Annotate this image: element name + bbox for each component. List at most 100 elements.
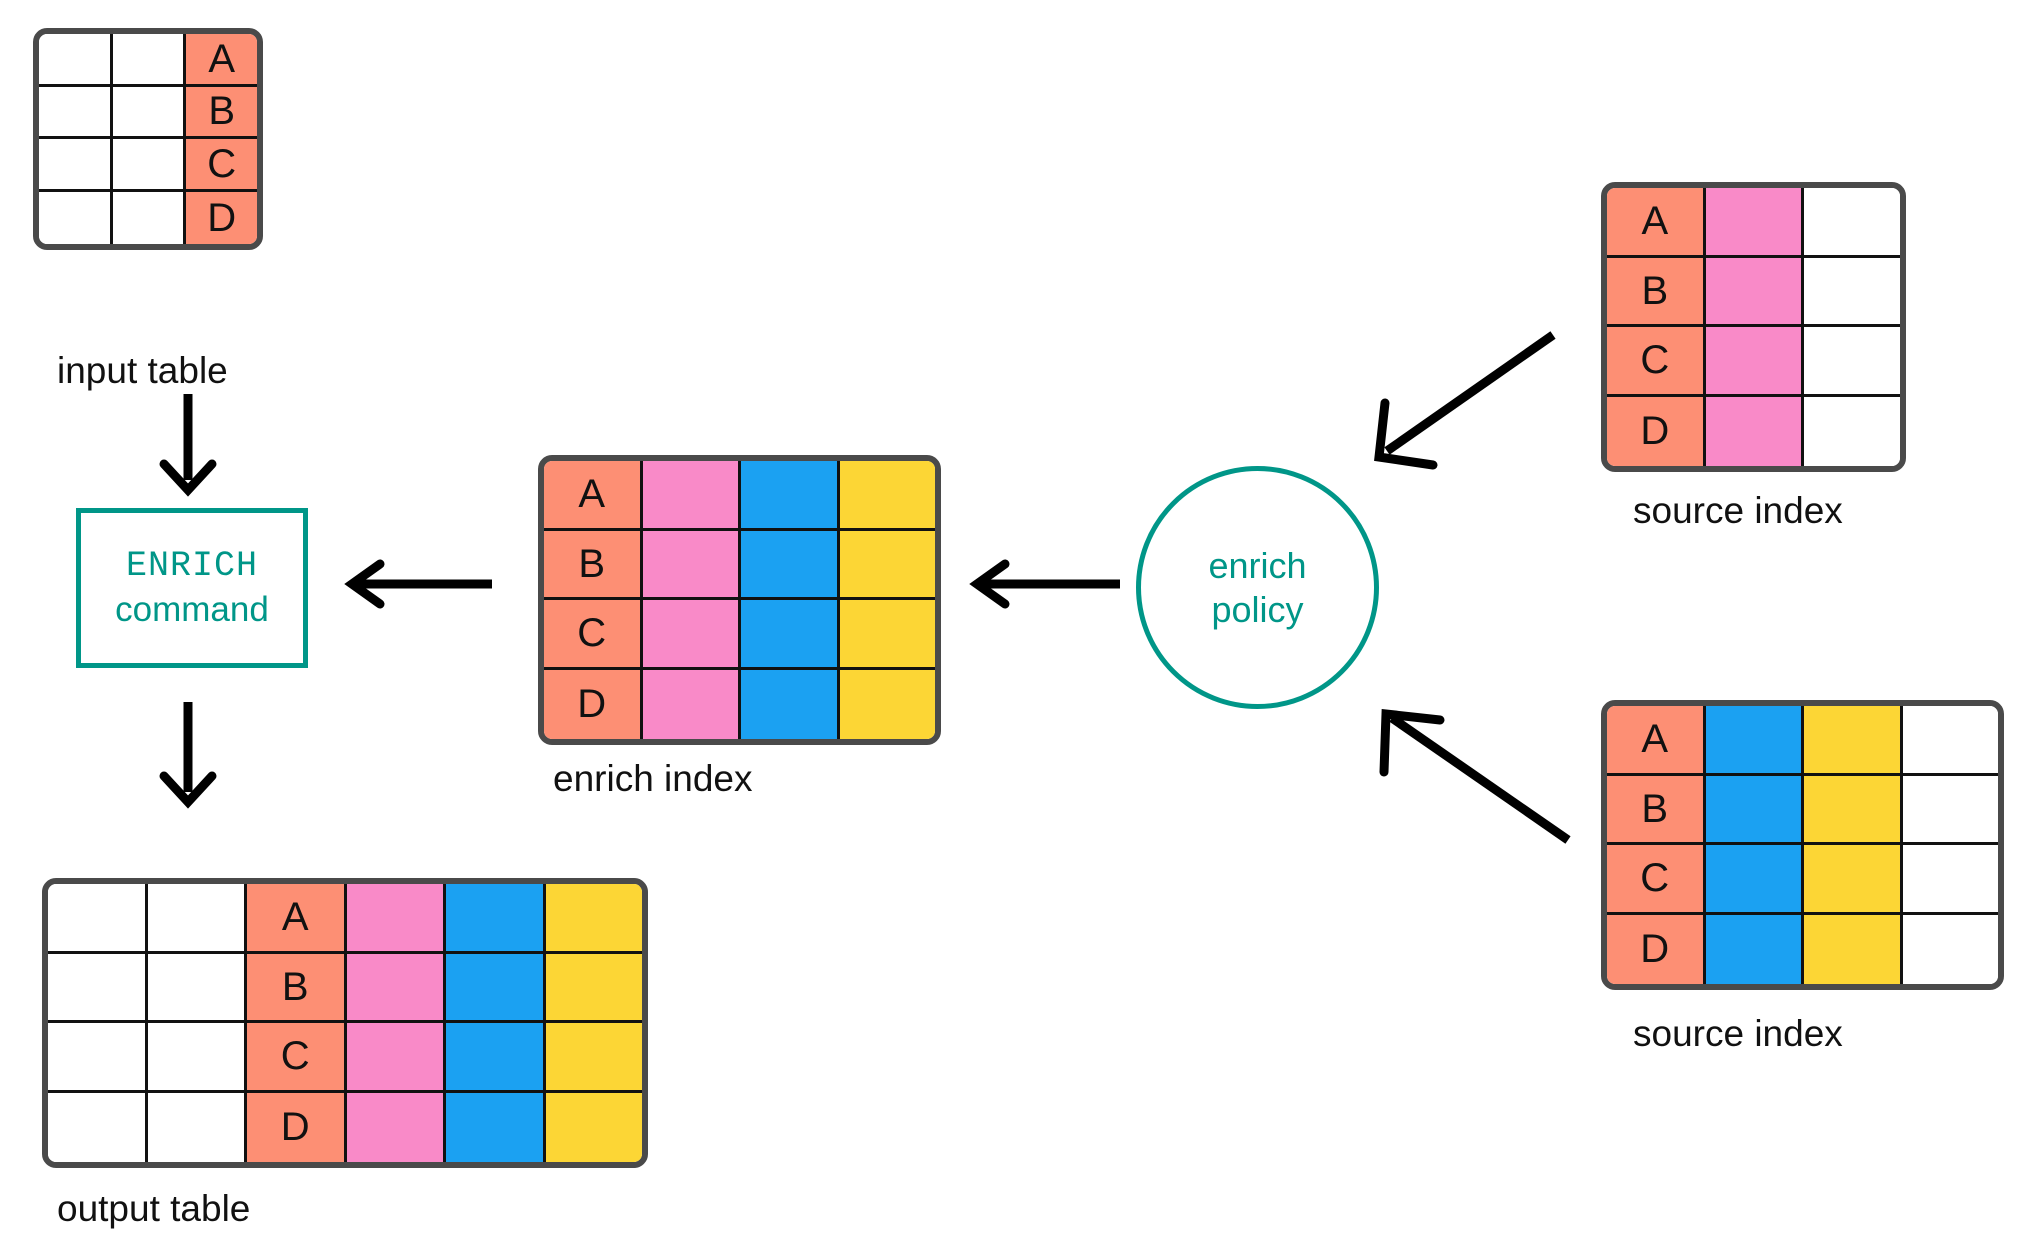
table-cell — [1804, 396, 1900, 466]
table-cell — [1705, 327, 1805, 397]
table-cell — [642, 669, 741, 739]
table-cell: A — [247, 884, 347, 954]
table-cell — [545, 953, 642, 1023]
table-cell: A — [186, 34, 257, 87]
output-table-caption: output table — [57, 1188, 251, 1229]
table-row: A — [1607, 188, 1900, 258]
table-cell — [741, 600, 840, 670]
arrow-policy-to-enrich-index — [969, 559, 1120, 609]
table-cell — [839, 600, 935, 670]
table-cell — [48, 953, 148, 1023]
table-cell — [1804, 775, 1903, 845]
table-cell — [642, 461, 741, 531]
table-cell — [112, 191, 187, 244]
table-cell: C — [1607, 327, 1706, 397]
table-cell: B — [1607, 775, 1706, 845]
arrow-command-to-output — [159, 702, 217, 809]
table-cell — [1804, 188, 1900, 258]
table-cell: B — [544, 530, 643, 600]
table-cell — [839, 530, 935, 600]
table-cell: D — [1607, 396, 1706, 466]
table-cell — [1902, 914, 1998, 984]
table-row: C — [1607, 327, 1900, 397]
table-row: B — [1607, 257, 1900, 327]
table-row: D — [39, 191, 257, 244]
table-cell — [39, 139, 113, 192]
enrich-command-keyword: ENRICH — [125, 545, 259, 586]
table-cell — [147, 953, 247, 1023]
table-cell — [1804, 327, 1900, 397]
table-cell — [346, 1092, 446, 1162]
table-cell — [741, 461, 840, 531]
table-row: D — [544, 669, 935, 739]
enrich-policy-line1: enrich — [1208, 545, 1307, 587]
table-cell — [1902, 706, 1998, 776]
table-row: C — [1607, 845, 1998, 915]
table-cell: B — [1607, 257, 1706, 327]
table-row: D — [1607, 914, 1998, 984]
table-cell — [1902, 775, 1998, 845]
input-table: A B C D — [33, 28, 263, 250]
table-cell — [1804, 257, 1900, 327]
table-row: D — [48, 1092, 642, 1162]
table-row: B — [48, 953, 642, 1023]
table-cell: B — [247, 953, 347, 1023]
enrich-command-box[interactable]: ENRICH command — [76, 508, 308, 668]
table-cell — [545, 1092, 642, 1162]
table-row: B — [544, 530, 935, 600]
table-cell — [147, 1092, 247, 1162]
table-row: B — [39, 86, 257, 139]
table-cell — [446, 884, 546, 954]
table-cell — [1705, 914, 1804, 984]
source-index-bottom-table: A B C D — [1601, 700, 2004, 990]
table-row: A — [48, 884, 642, 954]
table-cell — [48, 1092, 148, 1162]
table-cell — [346, 1023, 446, 1093]
arrow-source-index-bottom-to-policy — [1379, 708, 1571, 844]
table-cell — [1902, 845, 1998, 915]
table-cell: A — [1607, 188, 1706, 258]
enrich-policy-line2: policy — [1211, 588, 1304, 630]
arrow-enrich-index-to-command — [344, 559, 492, 609]
table-cell: A — [1607, 706, 1706, 776]
table-cell: C — [186, 139, 257, 192]
table-cell — [1705, 706, 1804, 776]
table-cell — [839, 669, 935, 739]
enrich-index-caption: enrich index — [553, 758, 753, 799]
source-index-bottom-caption: source index — [1633, 1013, 1843, 1054]
table-cell — [1705, 188, 1805, 258]
table-cell — [48, 884, 148, 954]
table-cell: D — [247, 1092, 347, 1162]
table-cell — [1705, 775, 1804, 845]
arrow-source-index-top-to-policy — [1374, 331, 1556, 470]
table-cell — [346, 884, 446, 954]
table-cell — [741, 530, 840, 600]
table-cell — [545, 884, 642, 954]
table-row: C — [39, 139, 257, 192]
table-row: B — [1607, 775, 1998, 845]
table-cell — [1705, 396, 1805, 466]
table-row: A — [1607, 706, 1998, 776]
table-cell: D — [544, 669, 643, 739]
enrich-policy-circle[interactable]: enrich policy — [1136, 466, 1379, 709]
table-cell: D — [1607, 914, 1706, 984]
table-cell — [112, 86, 187, 139]
table-cell: A — [544, 461, 643, 531]
input-table-caption: input table — [57, 350, 228, 391]
table-cell — [147, 884, 247, 954]
table-row: A — [544, 461, 935, 531]
enrich-index-table: A B C D — [538, 455, 941, 745]
table-cell: C — [544, 600, 643, 670]
table-cell — [642, 530, 741, 600]
table-cell — [839, 461, 935, 531]
table-cell: C — [1607, 845, 1706, 915]
table-cell: D — [186, 191, 257, 244]
table-cell: B — [186, 86, 257, 139]
table-cell — [741, 669, 840, 739]
table-cell — [446, 953, 546, 1023]
table-row: A — [39, 34, 257, 87]
table-cell — [147, 1023, 247, 1093]
table-cell — [112, 34, 187, 87]
table-cell: C — [247, 1023, 347, 1093]
table-cell — [1804, 845, 1903, 915]
